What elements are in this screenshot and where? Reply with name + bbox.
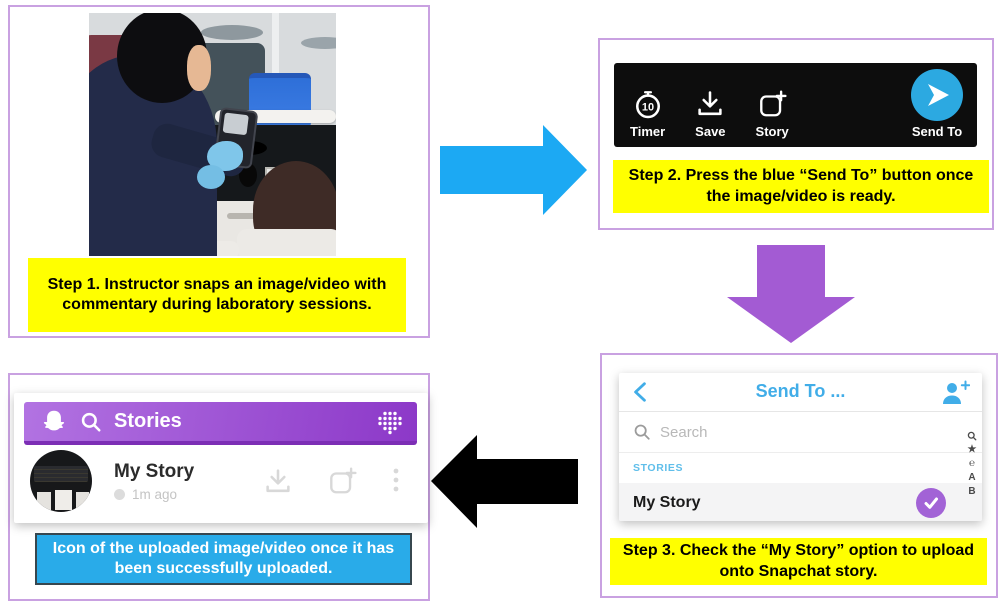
- step3-caption: Step 3. Check the “My Story” option to u…: [610, 538, 987, 585]
- story-label: Story: [755, 124, 789, 139]
- add-friend-icon[interactable]: [940, 380, 970, 406]
- story-row-text: My Story 1m ago: [114, 461, 194, 502]
- send-circle[interactable]: [911, 69, 963, 121]
- kebab-menu-icon[interactable]: [391, 466, 401, 496]
- send-to-button[interactable]: Send To: [911, 69, 963, 139]
- panel-step2: 10 Timer Save Story: [598, 38, 994, 230]
- download-icon[interactable]: [263, 466, 293, 496]
- stories-header-bar: Stories: [24, 402, 417, 445]
- thumbnail-shape: [76, 492, 89, 510]
- snapchat-ghost-icon: [43, 410, 65, 430]
- story-button[interactable]: Story: [756, 89, 789, 139]
- timer-button[interactable]: 10 Timer: [630, 89, 665, 139]
- photo-shape: [222, 112, 249, 136]
- search-icon: [634, 424, 650, 440]
- index-letter-a: A: [968, 472, 976, 483]
- thumbnail-shape: [34, 466, 88, 482]
- lab-photo: [89, 13, 336, 256]
- send-arrow-icon: [928, 84, 949, 106]
- photo-shape: [237, 229, 336, 256]
- save-icon: [698, 91, 723, 116]
- alphabet-index[interactable]: ★ ℮ A B: [967, 431, 977, 497]
- story-thumbnail[interactable]: [30, 450, 92, 512]
- arrow-left-step3-to-step4: [431, 435, 578, 528]
- index-letter-b: B: [968, 486, 976, 497]
- send-to-label: Send To: [911, 124, 963, 139]
- photo-shape: [197, 165, 225, 189]
- send-to-title: Send To ...: [755, 381, 846, 401]
- timer-icon: 10: [635, 91, 660, 119]
- stories-search-icon[interactable]: [80, 411, 102, 433]
- search-field[interactable]: Search: [619, 412, 982, 453]
- story-timestamp: 1m ago: [132, 486, 178, 502]
- photo-shape: [272, 13, 279, 131]
- panel-step3: Send To ... Search STORIES My Story: [600, 353, 998, 598]
- arrow-down-step2-to-step3: [727, 245, 855, 343]
- save-button[interactable]: Save: [695, 89, 726, 139]
- selected-check-icon[interactable]: [916, 488, 946, 518]
- photo-shape: [239, 163, 257, 187]
- step2-caption: Step 2. Press the blue “Send To” button …: [613, 160, 989, 213]
- search-placeholder: Search: [660, 423, 708, 441]
- step4-caption: Icon of the uploaded image/video once it…: [35, 533, 412, 585]
- panel-step4: Stories: [8, 373, 430, 601]
- index-star: ★: [967, 444, 977, 455]
- photo-shape: [201, 25, 263, 40]
- svg-text:10: 10: [641, 101, 653, 113]
- index-recents: ℮: [968, 458, 975, 469]
- panel-step1: Step 1. Instructor snaps an image/video …: [8, 5, 430, 338]
- stories-title: Stories: [114, 410, 182, 432]
- add-to-story-icon[interactable]: [327, 466, 357, 496]
- photo-shape: [301, 37, 336, 49]
- photo-shape: [227, 213, 257, 219]
- my-story-row[interactable]: My Story 1m ago: [24, 445, 417, 517]
- index-search-icon: [967, 431, 977, 441]
- story-row-actions: [263, 466, 417, 496]
- arrow-right-step1-to-step2: [440, 125, 587, 215]
- stories-screen: Stories: [14, 393, 428, 523]
- add-to-story-icon: [760, 90, 787, 117]
- my-story-option[interactable]: My Story: [619, 483, 982, 521]
- timer-label: Timer: [630, 124, 666, 139]
- thumbnail-shape: [37, 492, 51, 510]
- send-to-screen: Send To ... Search STORIES My Story: [619, 373, 982, 521]
- status-dot: [114, 488, 125, 500]
- thumbnail-shape: [55, 490, 72, 510]
- back-icon[interactable]: [631, 381, 649, 403]
- stories-section-label: STORIES: [633, 462, 684, 474]
- snap-toolbar: 10 Timer Save Story: [614, 63, 977, 147]
- step1-caption: Step 1. Instructor snaps an image/video …: [28, 258, 406, 332]
- dots-grid-icon[interactable]: [377, 409, 403, 435]
- save-label: Save: [695, 124, 726, 139]
- story-row-title: My Story: [114, 460, 195, 482]
- send-to-header: Send To ...: [619, 373, 982, 412]
- my-story-label: My Story: [633, 494, 701, 511]
- photo-shape: [249, 73, 311, 134]
- photo-shape: [187, 45, 211, 91]
